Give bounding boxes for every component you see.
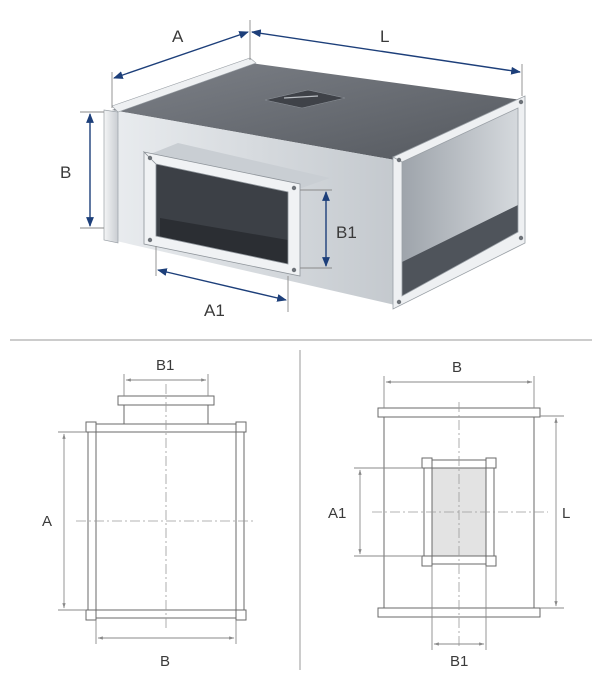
- label-iso-B: B: [60, 163, 71, 182]
- spigot-top: [148, 143, 330, 190]
- dim-arrow-L: [251, 29, 521, 75]
- top-view: B A1 L B1: [328, 359, 570, 670]
- isometric-view: A L B B1 A1: [60, 20, 526, 320]
- box-top-face: [112, 63, 522, 160]
- label-iso-L: L: [380, 27, 389, 46]
- left-flange: [103, 109, 119, 244]
- label-front-B: B: [160, 653, 170, 670]
- front-view: B1 A B: [42, 357, 256, 670]
- label-top-B: B: [452, 359, 462, 376]
- spigot-flange: [142, 151, 301, 277]
- open-end-flange: [392, 95, 526, 310]
- label-iso-A: A: [172, 27, 184, 46]
- label-iso-A1: A1: [204, 301, 225, 320]
- label-top-L: L: [562, 505, 570, 522]
- label-front-A: A: [42, 513, 52, 530]
- label-front-B1: B1: [156, 357, 174, 374]
- dim-arrow-A1: [157, 268, 287, 302]
- label-top-A1: A1: [328, 505, 346, 522]
- nameplate: [264, 89, 346, 109]
- dim-arrow-A: [113, 31, 249, 79]
- label-top-B1: B1: [450, 653, 468, 670]
- label-iso-B1: B1: [336, 223, 357, 242]
